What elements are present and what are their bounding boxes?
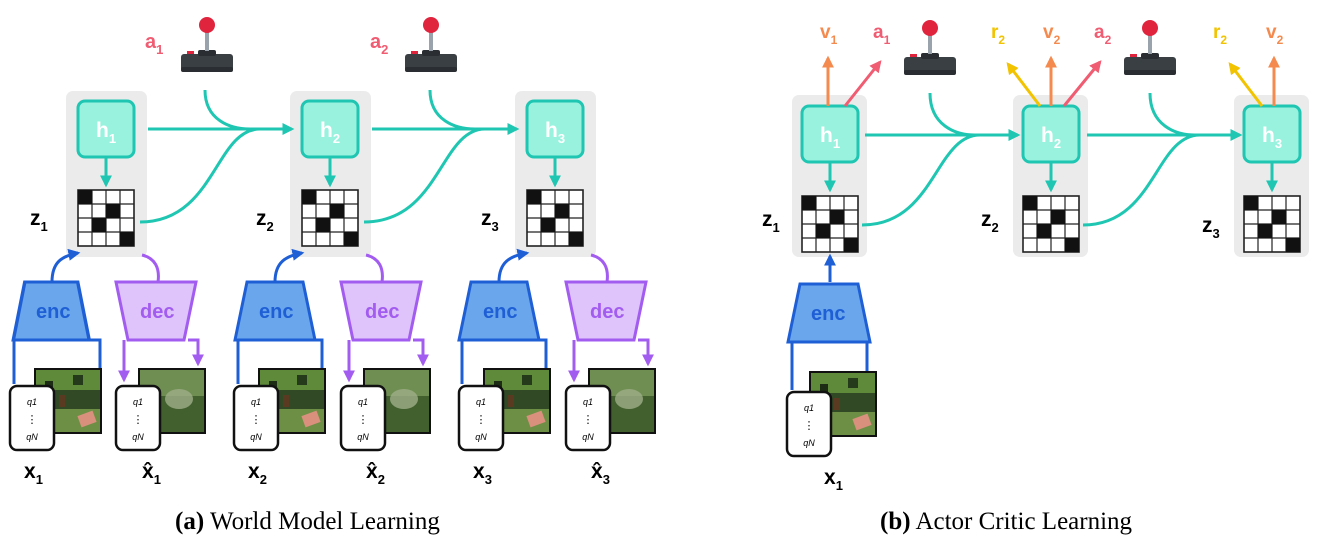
state-vector-card: q1 ⋮ qN [114, 384, 162, 452]
svg-text:q1: q1 [251, 397, 261, 407]
hidden-label: h2 [1041, 124, 1061, 151]
hidden-state-box [800, 104, 860, 164]
panel-b: h1 h2 h3 v1 a1 r2 v2 a2 r2 v2 z1 z2 z3 [762, 20, 1309, 493]
svg-text:dec: dec [140, 301, 174, 323]
svg-text:qN: qN [132, 432, 144, 442]
recon-label: x̂2 [366, 460, 385, 487]
state-vector-card: q1 ⋮ qN [457, 384, 505, 452]
hidden-state-box [76, 99, 136, 159]
latent-grid [301, 189, 359, 247]
svg-text:⋮: ⋮ [251, 414, 262, 426]
latent-grid [801, 195, 859, 253]
svg-text:qN: qN [357, 432, 369, 442]
input-label: x3 [473, 460, 492, 487]
svg-text:q1: q1 [358, 397, 368, 407]
joystick-icon [904, 20, 956, 75]
svg-text:qN: qN [475, 432, 487, 442]
svg-text:q1: q1 [133, 397, 143, 407]
latent-label: z1 [762, 208, 780, 235]
svg-text:q1: q1 [804, 403, 814, 413]
svg-text:q1: q1 [476, 397, 486, 407]
encoder-block: enc [786, 282, 872, 344]
svg-text:qN: qN [26, 432, 38, 442]
reward-label: r2 [1213, 22, 1227, 47]
value-label: v2 [1266, 22, 1284, 47]
latent-label: z3 [481, 207, 499, 234]
joystick-icon [1124, 20, 1176, 75]
svg-text:enc: enc [36, 301, 70, 323]
latent-label: z1 [30, 207, 48, 234]
caption-world-model: (a) World Model Learning [175, 508, 440, 536]
latent-label: z3 [1202, 214, 1220, 241]
svg-text:q1: q1 [583, 397, 593, 407]
hidden-state-box [1242, 104, 1302, 164]
state-vector-card: q1 ⋮ qN [564, 384, 612, 452]
decoder-block: dec [339, 280, 423, 342]
svg-text:⋮: ⋮ [476, 414, 487, 426]
hidden-state-box [300, 99, 360, 159]
state-vector-card: q1 ⋮ qN [8, 384, 56, 452]
caption-tag: (b) [880, 508, 911, 535]
caption-text: Actor Critic Learning [915, 508, 1133, 535]
recon-label: x̂1 [142, 460, 161, 487]
state-vector-card: q1 ⋮ qN [785, 390, 833, 458]
svg-text:qN: qN [582, 432, 594, 442]
decoder-block: dec [564, 280, 648, 342]
encoder-block: enc [457, 280, 541, 342]
action-label: a1 [145, 31, 163, 57]
svg-text:⋮: ⋮ [358, 414, 369, 426]
encoder-block: enc [11, 280, 92, 342]
decoder-block: dec [114, 280, 198, 342]
value-label: v2 [1043, 22, 1061, 47]
latent-grid [526, 189, 584, 247]
svg-text:dec: dec [590, 301, 624, 323]
svg-text:enc: enc [483, 301, 517, 323]
value-label: v1 [820, 22, 838, 47]
state-vector-card: q1 ⋮ qN [232, 384, 280, 452]
joystick-icon [405, 17, 457, 72]
latent-grid [1243, 195, 1301, 253]
svg-text:⋮: ⋮ [583, 414, 594, 426]
svg-text:dec: dec [365, 301, 399, 323]
reward-label: r2 [991, 22, 1005, 47]
latent-grid [1022, 195, 1080, 253]
action-label: a1 [873, 22, 891, 47]
svg-text:q1: q1 [27, 397, 37, 407]
input-label: x2 [248, 460, 267, 487]
recon-label: x̂3 [591, 460, 610, 487]
hidden-label: h2 [320, 119, 340, 146]
input-label: x1 [824, 466, 843, 493]
svg-text:⋮: ⋮ [27, 414, 38, 426]
hidden-label: h1 [820, 124, 840, 151]
encoder-block: enc [233, 280, 317, 342]
svg-text:qN: qN [803, 438, 815, 448]
state-vector-card: q1 ⋮ qN [339, 384, 387, 452]
joystick-icon [181, 17, 233, 72]
hidden-label: h1 [96, 119, 116, 146]
input-label: x1 [24, 460, 43, 487]
action-label: a2 [1094, 22, 1112, 47]
svg-text:enc: enc [811, 303, 845, 325]
latent-label: z2 [256, 207, 274, 234]
hidden-state-box [525, 99, 585, 159]
svg-text:enc: enc [259, 301, 293, 323]
caption-text: World Model Learning [209, 508, 440, 535]
svg-text:⋮: ⋮ [133, 414, 144, 426]
caption-actor-critic: (b) Actor Critic Learning [880, 508, 1132, 536]
action-label: a2 [370, 31, 388, 57]
panel-a: a1 a2 h1 h2 h3 z1 z2 z3 enc [8, 17, 656, 487]
caption-tag: (a) [175, 508, 205, 535]
latent-grid [77, 189, 135, 247]
hidden-label: h3 [1262, 124, 1282, 151]
svg-text:⋮: ⋮ [804, 420, 815, 432]
svg-text:qN: qN [250, 432, 262, 442]
hidden-label: h3 [545, 119, 565, 146]
latent-label: z2 [981, 208, 999, 235]
